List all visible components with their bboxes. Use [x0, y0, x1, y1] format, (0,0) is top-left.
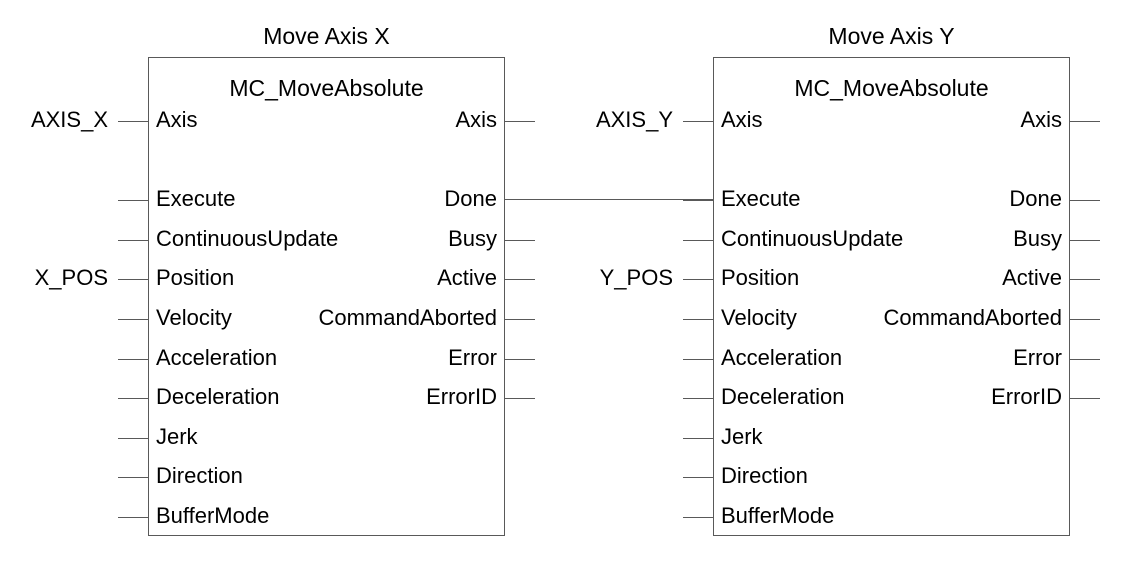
input-wire-move-axis-x-axis[interactable] — [118, 121, 148, 122]
input-pin-move-axis-x-buffermode: BufferMode — [156, 503, 270, 528]
input-wire-move-axis-x-direction[interactable] — [118, 477, 148, 479]
input-wire-move-axis-y-velocity[interactable] — [683, 319, 713, 320]
input-pin-move-axis-y-direction: Direction — [721, 463, 808, 489]
output-pin-move-axis-y-done: Done — [1009, 186, 1062, 212]
output-pin-move-axis-y-axis: Axis — [1020, 107, 1062, 132]
input-wire-move-axis-x-buffermode[interactable] — [118, 517, 148, 518]
signal-label-axis-y: AXIS_Y — [595, 107, 673, 132]
output-pin-move-axis-y-commandaborted: CommandAborted — [883, 305, 1062, 330]
input-pin-move-axis-y-buffermode: BufferMode — [721, 503, 835, 528]
output-pin-move-axis-x-commandaborted: CommandAborted — [318, 305, 497, 330]
input-pin-move-axis-x-axis: Axis — [156, 107, 198, 132]
input-pin-move-axis-x-continuousupdate: ContinuousUpdate — [156, 225, 339, 251]
output-pin-move-axis-x-active: Active — [437, 265, 497, 291]
input-wire-move-axis-y-position[interactable] — [683, 279, 713, 281]
function-name-move-axis-x: MC_MoveAbsolute — [229, 75, 424, 101]
input-pin-move-axis-x-execute: Execute — [156, 186, 236, 212]
signal-label-y-pos: Y_POS — [599, 265, 673, 291]
output-pin-move-axis-x-done: Done — [444, 186, 497, 212]
input-wire-move-axis-y-execute[interactable] — [683, 200, 713, 202]
output-wire-move-axis-y-error[interactable] — [1070, 358, 1100, 360]
output-wire-move-axis-y-errorid[interactable] — [1070, 398, 1100, 400]
input-pin-move-axis-y-velocity: Velocity — [721, 305, 797, 330]
input-pin-move-axis-y-acceleration: Acceleration — [721, 344, 843, 370]
input-wire-move-axis-x-jerk[interactable] — [118, 437, 148, 439]
input-pin-move-axis-x-position: Position — [156, 265, 235, 291]
output-wire-move-axis-x-axis[interactable] — [505, 121, 535, 122]
output-pin-move-axis-y-error: Error — [1013, 344, 1062, 370]
input-wire-move-axis-x-continuousupdate[interactable] — [118, 239, 148, 241]
input-wire-move-axis-y-deceleration[interactable] — [683, 398, 713, 400]
signal-label-axis-x: AXIS_X — [30, 107, 108, 132]
function-name-move-axis-y: MC_MoveAbsolute — [794, 75, 989, 101]
output-wire-move-axis-y-axis[interactable] — [1070, 121, 1100, 122]
output-wire-move-axis-x-active[interactable] — [505, 279, 535, 281]
signal-label-x-pos: X_POS — [34, 265, 108, 291]
input-wire-move-axis-x-deceleration[interactable] — [118, 398, 148, 400]
output-wire-move-axis-y-done[interactable] — [1070, 200, 1100, 202]
function-block-move-axis-y[interactable] — [713, 57, 1070, 536]
output-pin-move-axis-y-errorid: ErrorID — [991, 384, 1062, 410]
block-title-move-axis-y: Move Axis Y — [828, 23, 955, 49]
input-pin-move-axis-y-jerk: Jerk — [721, 423, 763, 449]
output-wire-move-axis-x-error[interactable] — [505, 358, 535, 360]
input-pin-move-axis-y-axis: Axis — [721, 107, 763, 132]
output-wire-move-axis-y-busy[interactable] — [1070, 239, 1100, 241]
input-pin-move-axis-y-continuousupdate: ContinuousUpdate — [721, 225, 904, 251]
input-pin-move-axis-y-execute: Execute — [721, 186, 801, 212]
output-pin-move-axis-x-error: Error — [448, 344, 497, 370]
input-pin-move-axis-x-jerk: Jerk — [156, 423, 198, 449]
input-wire-move-axis-x-position[interactable] — [118, 279, 148, 281]
input-wire-move-axis-x-execute[interactable] — [118, 200, 148, 202]
input-wire-move-axis-x-velocity[interactable] — [118, 319, 148, 320]
input-wire-move-axis-y-axis[interactable] — [683, 121, 713, 122]
output-pin-move-axis-x-errorid: ErrorID — [426, 384, 497, 410]
input-wire-move-axis-y-acceleration[interactable] — [683, 358, 713, 360]
input-wire-move-axis-y-jerk[interactable] — [683, 437, 713, 439]
input-pin-move-axis-x-deceleration: Deceleration — [156, 384, 280, 410]
input-pin-move-axis-x-direction: Direction — [156, 463, 243, 489]
output-pin-move-axis-x-axis: Axis — [455, 107, 497, 132]
input-pin-move-axis-y-position: Position — [721, 265, 800, 291]
function-block-move-axis-x[interactable] — [148, 57, 505, 536]
output-wire-move-axis-x-errorid[interactable] — [505, 398, 535, 400]
output-pin-move-axis-x-busy: Busy — [448, 225, 497, 251]
output-wire-move-axis-y-commandaborted[interactable] — [1070, 319, 1100, 320]
input-wire-move-axis-x-acceleration[interactable] — [118, 358, 148, 360]
input-wire-move-axis-y-continuousupdate[interactable] — [683, 239, 713, 241]
input-wire-move-axis-y-buffermode[interactable] — [683, 517, 713, 518]
input-pin-move-axis-x-velocity: Velocity — [156, 305, 232, 330]
input-pin-move-axis-y-deceleration: Deceleration — [721, 384, 845, 410]
output-pin-move-axis-y-active: Active — [1002, 265, 1062, 291]
output-wire-move-axis-y-active[interactable] — [1070, 279, 1100, 281]
input-wire-move-axis-y-direction[interactable] — [683, 477, 713, 479]
block-title-move-axis-x: Move Axis X — [263, 23, 390, 49]
output-wire-move-axis-x-busy[interactable] — [505, 239, 535, 241]
input-pin-move-axis-x-acceleration: Acceleration — [156, 344, 278, 370]
output-wire-move-axis-x-commandaborted[interactable] — [505, 319, 535, 320]
connection-done-x-to-execute-y[interactable] — [505, 199, 713, 200]
output-pin-move-axis-y-busy: Busy — [1013, 225, 1062, 251]
